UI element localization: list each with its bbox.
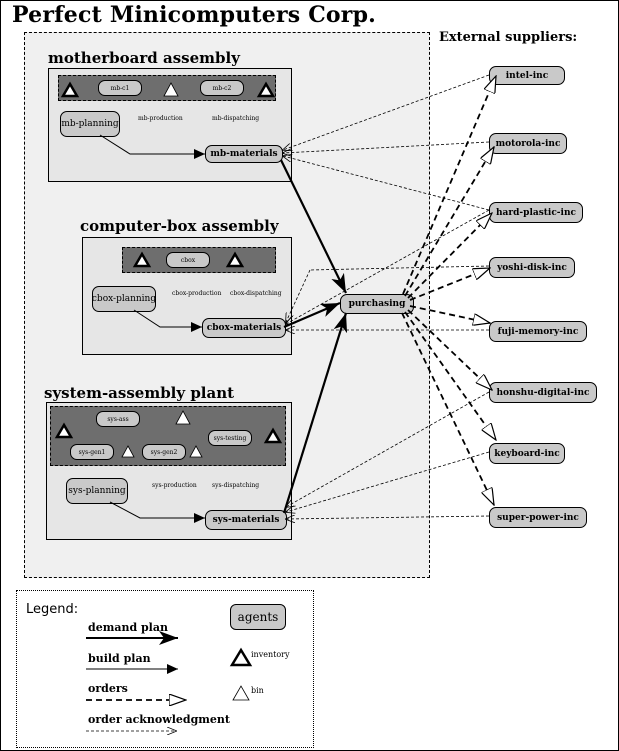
supplier-keyboard-inc[interactable]: keyboard-inc <box>489 443 565 464</box>
bin-sys-ass[interactable]: sys-ass <box>96 411 140 427</box>
demand-plan-mb <box>280 159 347 294</box>
bin-icons <box>121 82 203 458</box>
bin-mb-c1[interactable]: mb-c1 <box>98 80 142 96</box>
ack-motorola <box>283 141 490 153</box>
ack-yoshi-a <box>309 265 490 271</box>
inventory-icon <box>225 251 245 268</box>
ack-honshu <box>286 391 490 507</box>
supplier-fuji-memory-inc[interactable]: fuji-memory-inc <box>489 321 587 342</box>
ack-hard-plastic-cbox <box>286 209 490 324</box>
order-super-power <box>401 312 495 505</box>
purchasing-agent[interactable]: purchasing <box>340 294 414 314</box>
inventory-icon <box>54 422 74 439</box>
ack-yoshi-b <box>286 269 311 322</box>
supplier-super-power-inc[interactable]: super-power-inc <box>489 507 587 528</box>
order-yoshi <box>409 267 490 301</box>
order-keyboard <box>404 311 496 440</box>
legend-inventory-icon <box>229 647 253 667</box>
supplier-yoshi-disk-inc[interactable]: yoshi-disk-inc <box>489 257 575 278</box>
order-fuji <box>409 305 490 323</box>
order-intel <box>402 76 497 295</box>
cbox-dispatching-label: cbox-dispatching <box>230 290 282 297</box>
order-motorola <box>404 147 494 297</box>
legend-ack-label: order acknowledgment <box>88 713 230 726</box>
page-title: Perfect Minicomputers Corp. <box>12 2 377 28</box>
inventory-icons <box>54 81 283 444</box>
legend-agents-box: agents <box>230 604 286 630</box>
bin-sys-gen1[interactable]: sys-gen1 <box>70 444 114 460</box>
order-hard-plastic <box>407 213 492 299</box>
build-plan-sys <box>109 501 205 523</box>
legend-bin-label: bin <box>251 686 264 695</box>
external-suppliers-heading: External suppliers: <box>439 30 578 45</box>
ack-hard-plastic <box>283 156 490 211</box>
supplier-honshu-digital-inc[interactable]: honshu-digital-inc <box>489 382 597 403</box>
legend-orders-label: orders <box>88 682 128 695</box>
bin-icon <box>121 445 135 458</box>
build-plan-mb <box>99 134 205 159</box>
ack-intel <box>283 74 490 150</box>
system-assembly-title: system-assembly plant <box>44 384 235 402</box>
bin-sys-gen2[interactable]: sys-gen2 <box>142 444 186 460</box>
sys-production-label: sys-production <box>152 482 197 489</box>
demand-plan-cbox <box>283 301 341 329</box>
supplier-intel-inc[interactable]: intel-inc <box>489 66 565 85</box>
mb-planning-agent[interactable]: mb-planning <box>60 111 120 137</box>
cbox-planning-agent[interactable]: cbox-planning <box>92 286 156 312</box>
mb-dispatching-label: mb-dispatching <box>212 115 260 122</box>
motherboard-assembly-title: motherboard assembly <box>48 49 240 67</box>
bin-mb-c2[interactable]: mb-c2 <box>200 80 244 96</box>
bin-sys-testing[interactable]: sys-testing <box>208 430 252 446</box>
inventory-icon <box>132 251 152 268</box>
demand-plan-sys <box>282 312 348 514</box>
legend-inventory-label: inventory <box>251 650 290 659</box>
bin-icon <box>175 410 191 425</box>
legend-bin-icon <box>232 685 250 701</box>
sys-dispatching-label: sys-dispatching <box>212 482 260 489</box>
inventory-icon <box>256 81 276 98</box>
ack-keyboard <box>286 451 490 512</box>
mb-production-label: mb-production <box>138 115 183 122</box>
bin-cbox[interactable]: cbox <box>166 252 210 268</box>
ack-super-power <box>286 516 490 519</box>
legend-box <box>16 590 314 748</box>
cbox-assembly-title: computer-box assembly <box>80 217 279 235</box>
inventory-icon <box>263 427 283 444</box>
sys-materials-agent[interactable]: sys-materials <box>205 510 287 530</box>
sys-planning-agent[interactable]: sys-planning <box>66 478 128 504</box>
bin-icon <box>163 82 179 97</box>
inventory-icon <box>60 81 80 98</box>
supplier-motorola-inc[interactable]: motorola-inc <box>489 133 567 154</box>
supplier-hard-plastic-inc[interactable]: hard-plastic-inc <box>489 202 583 223</box>
cbox-production-label: cbox-production <box>172 290 222 297</box>
legend-build-plan-label: build plan <box>88 652 151 665</box>
build-plan-cbox <box>133 309 202 332</box>
legend-demand-plan-label: demand plan <box>88 621 168 634</box>
bin-icon <box>189 445 203 458</box>
legend-title: Legend: <box>26 602 79 617</box>
